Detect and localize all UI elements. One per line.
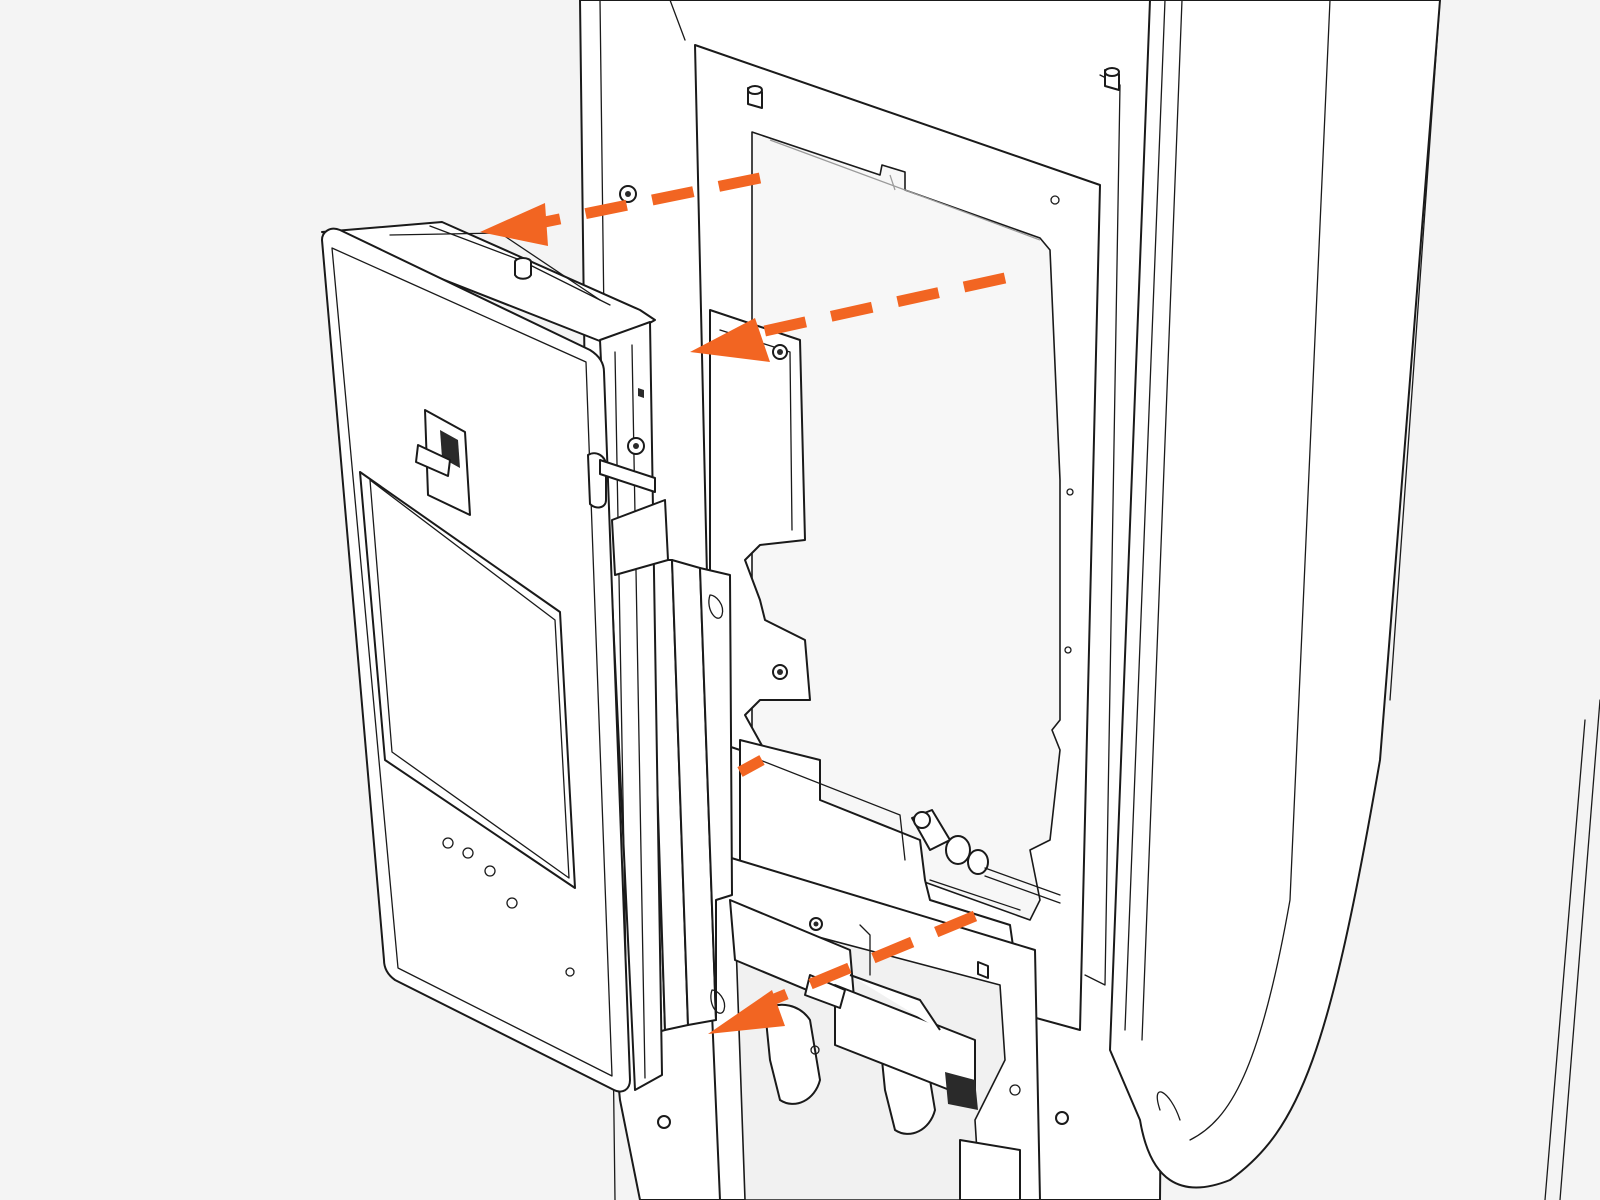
electronics-module <box>321 221 669 1093</box>
side-door-panel <box>1109 0 1600 1200</box>
locator-pins-top <box>747 67 1120 109</box>
module-footprint-outline <box>751 131 1061 921</box>
frame-bolt <box>619 185 1069 1129</box>
arrow-bottom <box>708 755 978 1034</box>
arrow-top <box>480 172 762 246</box>
arrow-middle <box>690 272 1007 362</box>
cable-gland-fitting <box>911 809 1061 904</box>
